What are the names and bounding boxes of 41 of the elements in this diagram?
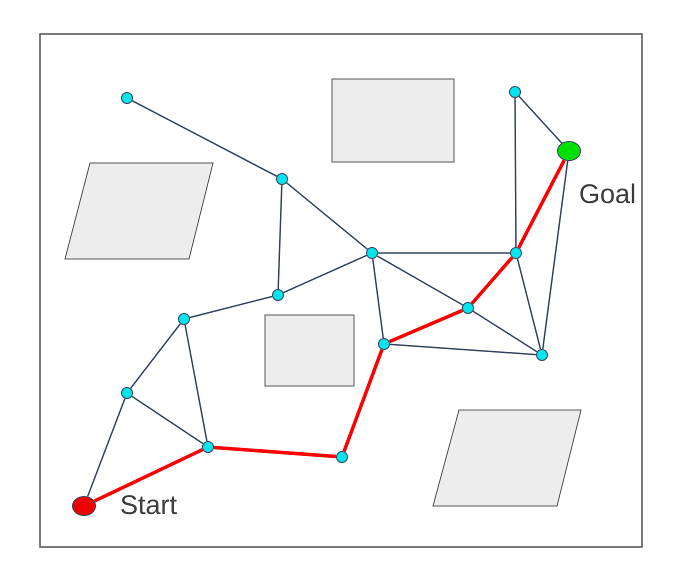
roadmap-edge	[132, 100, 278, 177]
node-label: Goal	[579, 181, 636, 208]
roadmap-edge	[518, 96, 562, 144]
waypoint-circle	[536, 349, 548, 361]
endpoint-circle	[557, 141, 581, 161]
path-segment	[517, 159, 566, 248]
roadmap-edge	[472, 310, 538, 352]
waypoint-circle	[276, 173, 288, 185]
roadmap-edge	[372, 258, 384, 338]
waypoint-circle	[121, 387, 133, 399]
path-segment	[94, 448, 204, 503]
waypoint-circle	[378, 338, 390, 350]
waypoint-circle	[509, 86, 521, 98]
waypoint-circle	[121, 92, 133, 104]
roadmap-edge	[378, 252, 510, 254]
path-segment	[470, 256, 514, 305]
roadmap-edge	[190, 296, 272, 318]
roadmap-edge	[286, 182, 368, 250]
endpoint-circle	[72, 496, 96, 516]
path-segment	[388, 308, 464, 344]
roadmap-edge	[184, 324, 208, 442]
path-segment	[214, 446, 336, 458]
path-segment	[342, 349, 384, 452]
roadmap-edge	[86, 398, 126, 497]
roadmap-edge	[390, 344, 536, 356]
waypoint-circle	[178, 313, 190, 325]
waypoint-circle	[462, 302, 474, 314]
waypoint-circle	[272, 289, 284, 301]
roadmap-edge	[376, 255, 464, 306]
waypoint-circle	[366, 247, 378, 259]
roadmap-edge	[277, 184, 283, 290]
node-label: Start	[120, 492, 178, 519]
waypoint-circle	[510, 247, 522, 259]
roadmap-edge	[514, 98, 517, 247]
roadmap-edge	[542, 160, 568, 350]
roadmap-edge	[283, 254, 367, 294]
roadmap-edge	[130, 323, 181, 389]
waypoint-circle	[202, 441, 214, 453]
roadmap-edge	[516, 258, 542, 350]
roadmap-edge	[132, 396, 204, 444]
waypoint-circle	[336, 451, 348, 463]
